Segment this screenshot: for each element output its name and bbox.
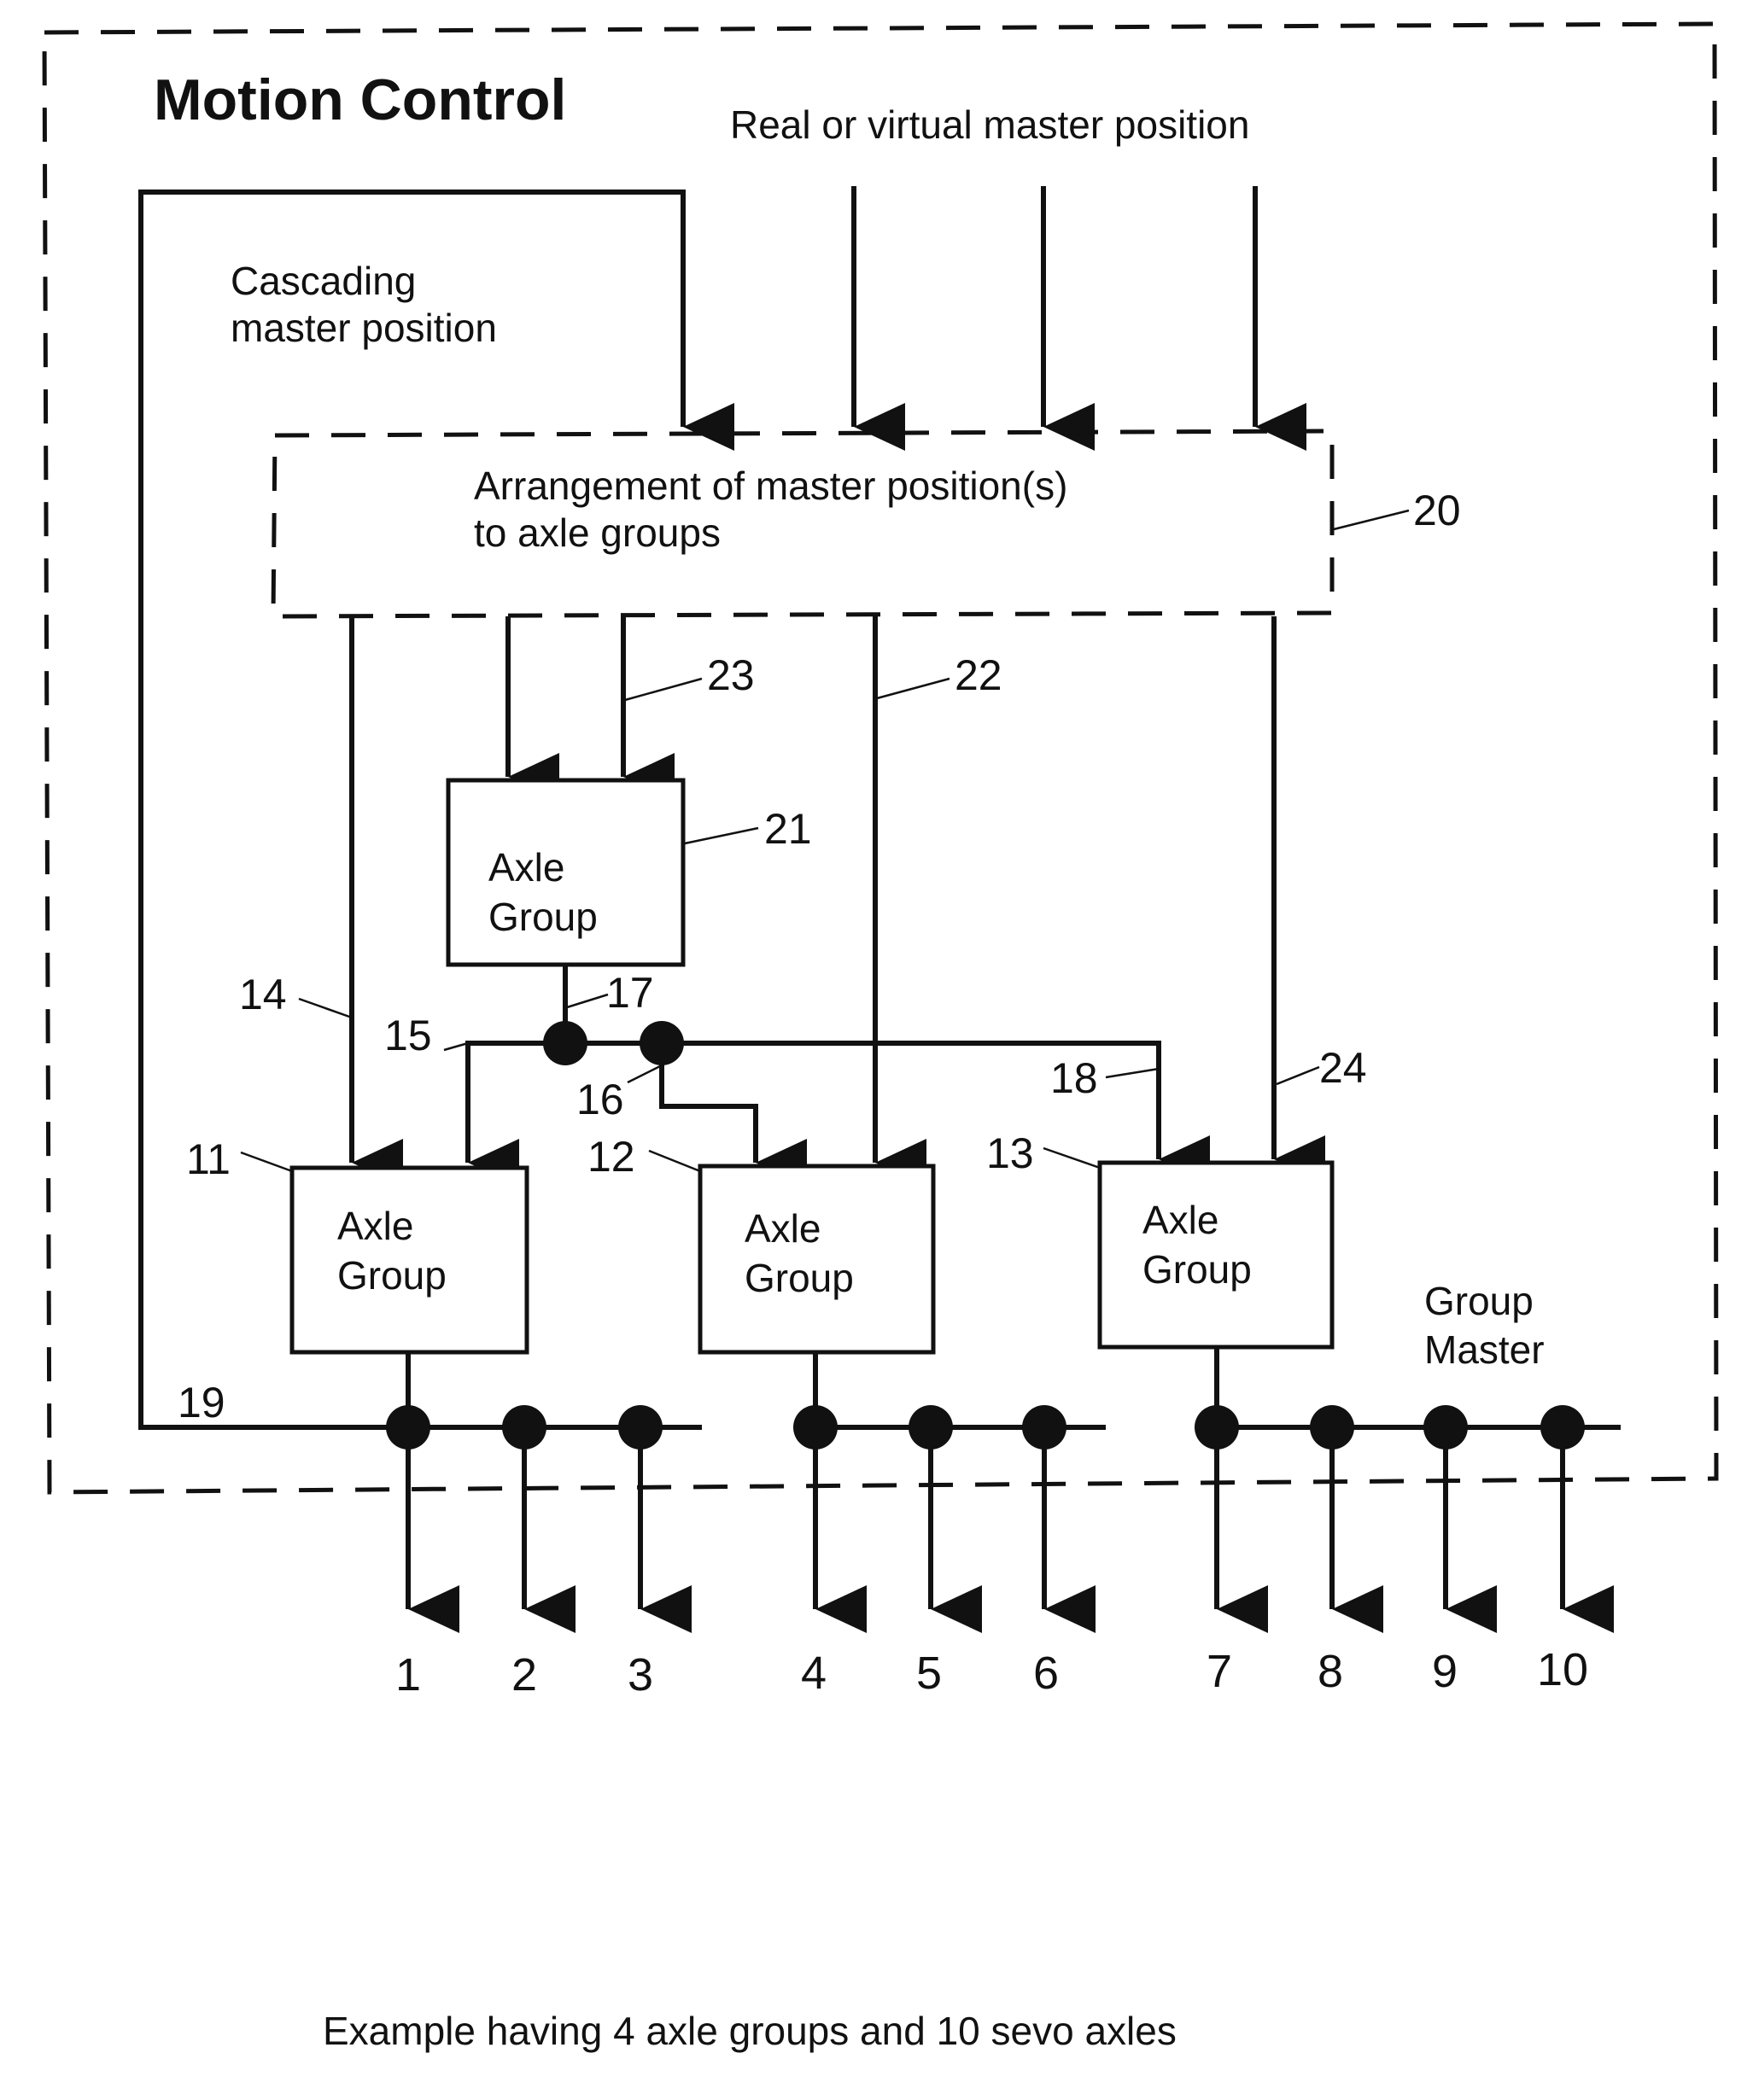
ref-24: 24 [1319,1044,1367,1092]
junction-dot [543,1021,587,1065]
output-label: 6 [1033,1648,1059,1699]
axle-group-12-label-line1: Axle [745,1206,821,1251]
ref-13: 13 [986,1129,1034,1177]
ref-leader-20 [1334,510,1409,529]
ref-17: 17 [606,969,654,1017]
output-label: 7 [1207,1646,1232,1697]
arrangement-box [273,431,1332,616]
ref-leader-12 [649,1151,700,1171]
cascading-label-line2: master position [231,306,497,350]
servo-output-arrows [408,1427,1563,1609]
line-16-branch [662,1043,756,1163]
junction-dot [640,1021,684,1065]
arrangement-label-line1: Arrangement of master position(s) [474,464,1067,508]
axle-group-12-label-line2: Group [745,1256,854,1300]
output-label: 4 [801,1648,827,1699]
ref-leader-14 [299,999,352,1018]
ref-11: 11 [186,1135,231,1183]
ref-14: 14 [239,971,287,1018]
ref-leader-15 [444,1043,468,1050]
axle-group-21-label-line2: Group [488,895,598,939]
ref-leader-24 [1277,1067,1319,1084]
ref-15: 15 [384,1012,432,1059]
output-label: 9 [1432,1646,1458,1697]
axle-group-21-label-line1: Axle [488,845,564,890]
ref-20: 20 [1413,487,1461,534]
ref-23: 23 [707,651,755,699]
axle-group-13-label-line2: Group [1142,1247,1252,1292]
real-master-label: Real or virtual master position [730,102,1249,147]
ref-leader-17 [567,995,608,1007]
ref-18: 18 [1050,1054,1098,1102]
ref-21: 21 [764,805,812,853]
line-15-branch [468,1043,565,1163]
axle-group-11-label-line2: Group [337,1253,447,1298]
ref-leader-13 [1043,1148,1100,1168]
ref-leader-23 [625,679,702,700]
diagram-caption: Example having 4 axle groups and 10 sevo… [323,2009,1177,2053]
output-label: 5 [916,1648,942,1699]
ref-19: 19 [178,1379,225,1426]
cascading-label-line1: Cascading [231,259,416,303]
ref-leader-22 [877,679,950,698]
ref-leader-11 [241,1152,292,1171]
arrangement-label-line2: to axle groups [474,510,721,555]
ref-12: 12 [587,1133,635,1181]
ref-leader-21 [685,828,758,843]
output-label: 2 [511,1649,537,1700]
output-label: 10 [1537,1644,1588,1695]
ref-leader-18 [1106,1069,1159,1077]
ref-22: 22 [955,651,1002,699]
group-master-label-line2: Master [1424,1327,1545,1372]
ref-leader-16 [628,1065,662,1082]
output-label: 8 [1318,1646,1343,1697]
ref-16: 16 [576,1076,624,1123]
axle-group-13-label-line1: Axle [1142,1198,1218,1242]
output-label: 1 [395,1649,421,1700]
group-master-label-line1: Group [1424,1279,1534,1323]
output-label: 3 [628,1649,653,1700]
diagram-title: Motion Control [154,67,566,132]
axle-group-11-label-line1: Axle [337,1204,413,1248]
